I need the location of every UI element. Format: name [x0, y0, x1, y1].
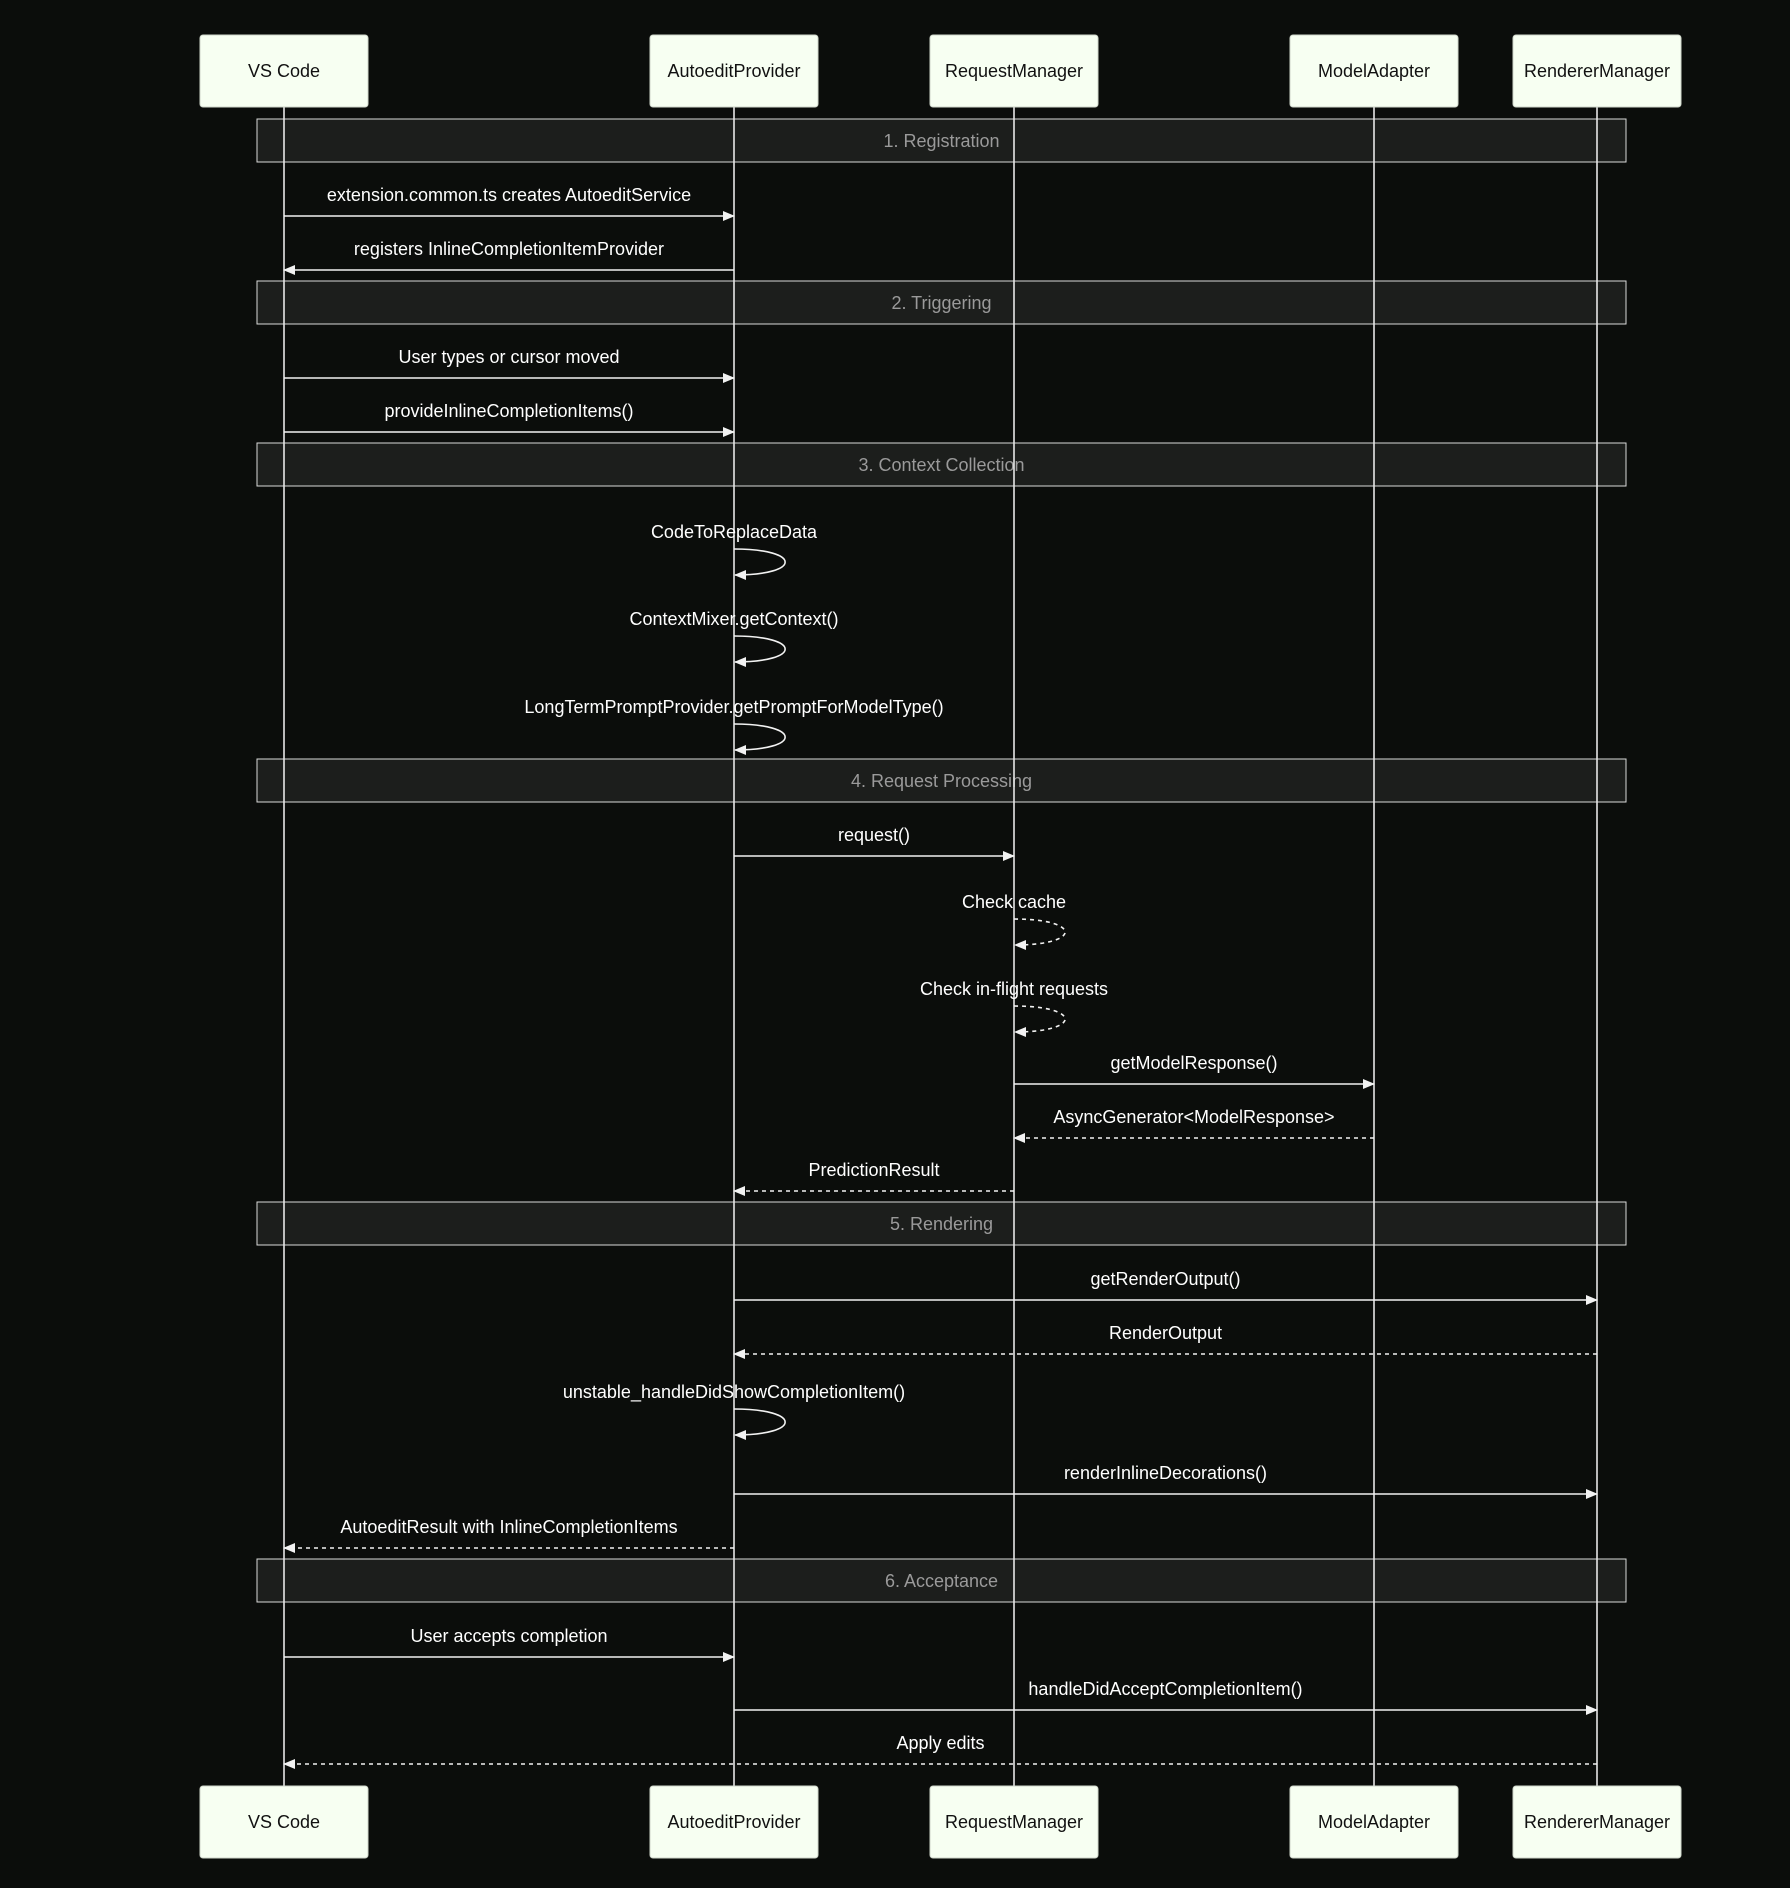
participant-provider-bottom: AutoeditProvider [649, 1785, 819, 1859]
message-21: Apply edits [283, 1733, 1597, 1769]
section-box [256, 442, 1627, 487]
participant-label: RendererManager [1524, 1812, 1670, 1832]
message-label: LongTermPromptProvider.getPromptForModel… [524, 697, 943, 717]
participant-label: VS Code [248, 61, 320, 81]
participant-box [649, 34, 819, 108]
self-message-arrow [1013, 1005, 1066, 1037]
message-label: extension.common.ts creates AutoeditServ… [327, 185, 691, 205]
message-label: getModelResponse() [1110, 1053, 1277, 1073]
participant-box [1512, 34, 1682, 108]
participant-label: RendererManager [1524, 61, 1670, 81]
message-label: registers InlineCompletionItemProvider [354, 239, 664, 259]
section-6: 6. Acceptance [256, 1558, 1627, 1603]
message-10: Check in-flight requests [920, 979, 1108, 1037]
participant-vscode-top: VS Code [199, 34, 369, 108]
participant-box [199, 1785, 369, 1859]
section-box [256, 280, 1627, 325]
section-4: 4. Request Processing [256, 758, 1627, 803]
participant-request-bottom: RequestManager [929, 1785, 1099, 1859]
message-label: User accepts completion [410, 1626, 607, 1646]
message-label: ContextMixer.getContext() [629, 609, 838, 629]
participant-provider-top: AutoeditProvider [649, 34, 819, 108]
message-label: request() [838, 825, 910, 845]
message-label: CodeToReplaceData [651, 522, 818, 542]
participant-label: RequestManager [945, 1812, 1083, 1832]
message-7: LongTermPromptProvider.getPromptForModel… [524, 697, 944, 755]
participant-box [929, 1785, 1099, 1859]
participant-label: RequestManager [945, 61, 1083, 81]
message-20: handleDidAcceptCompletionItem() [734, 1679, 1598, 1715]
section-label: 6. Acceptance [885, 1571, 998, 1591]
participant-box [1289, 34, 1459, 108]
section-label: 2. Triggering [891, 293, 991, 313]
message-4: provideInlineCompletionItems() [284, 401, 735, 437]
message-15: RenderOutput [733, 1323, 1597, 1359]
message-label: renderInlineDecorations() [1064, 1463, 1267, 1483]
message-9: Check cache [962, 892, 1066, 950]
message-19: User accepts completion [284, 1626, 735, 1662]
message-5: CodeToReplaceData [651, 522, 818, 580]
section-box [256, 758, 1627, 803]
message-label: Check in-flight requests [920, 979, 1108, 999]
message-11: getModelResponse() [1014, 1053, 1375, 1089]
section-box [256, 1558, 1627, 1603]
participant-box [1289, 1785, 1459, 1859]
message-label: AsyncGenerator<ModelResponse> [1053, 1107, 1334, 1127]
message-label: provideInlineCompletionItems() [384, 401, 633, 421]
participant-label: ModelAdapter [1318, 61, 1430, 81]
message-17: renderInlineDecorations() [734, 1463, 1598, 1499]
section-3: 3. Context Collection [256, 442, 1627, 487]
self-message-arrow [733, 1408, 786, 1440]
section-label: 5. Rendering [890, 1214, 993, 1234]
participant-model-top: ModelAdapter [1289, 34, 1459, 108]
section-2: 2. Triggering [256, 280, 1627, 325]
self-message-arrow [733, 723, 786, 755]
message-6: ContextMixer.getContext() [629, 609, 839, 667]
section-box [256, 118, 1627, 163]
participant-label: AutoeditProvider [667, 61, 800, 81]
message-18: AutoeditResult with InlineCompletionItem… [283, 1517, 734, 1553]
section-label: 1. Registration [883, 131, 999, 151]
message-16: unstable_handleDidShowCompletionItem() [563, 1382, 905, 1440]
participant-vscode-bottom: VS Code [199, 1785, 369, 1859]
participant-renderer-bottom: RendererManager [1512, 1785, 1682, 1859]
message-3: User types or cursor moved [284, 347, 735, 383]
message-label: User types or cursor moved [398, 347, 619, 367]
message-8: request() [734, 825, 1015, 861]
participant-request-top: RequestManager [929, 34, 1099, 108]
self-message-arrow [1013, 918, 1066, 950]
participant-label: AutoeditProvider [667, 1812, 800, 1832]
participant-box [199, 34, 369, 108]
message-label: RenderOutput [1109, 1323, 1222, 1343]
message-label: handleDidAcceptCompletionItem() [1028, 1679, 1302, 1699]
participant-box [1512, 1785, 1682, 1859]
message-label: getRenderOutput() [1090, 1269, 1240, 1289]
message-14: getRenderOutput() [734, 1269, 1598, 1305]
self-message-arrow [733, 548, 786, 580]
participant-renderer-top: RendererManager [1512, 34, 1682, 108]
message-label: Apply edits [896, 1733, 984, 1753]
participant-label: VS Code [248, 1812, 320, 1832]
participant-label: ModelAdapter [1318, 1812, 1430, 1832]
message-label: AutoeditResult with InlineCompletionItem… [340, 1517, 677, 1537]
section-box [256, 1201, 1627, 1246]
message-label: Check cache [962, 892, 1066, 912]
self-message-arrow [733, 635, 786, 667]
message-1: extension.common.ts creates AutoeditServ… [284, 185, 735, 221]
participant-box [649, 1785, 819, 1859]
message-2: registers InlineCompletionItemProvider [283, 239, 734, 275]
message-label: unstable_handleDidShowCompletionItem() [563, 1382, 905, 1403]
message-13: PredictionResult [733, 1160, 1014, 1196]
message-12: AsyncGenerator<ModelResponse> [1013, 1107, 1374, 1143]
message-label: PredictionResult [808, 1160, 939, 1180]
section-1: 1. Registration [256, 118, 1627, 163]
section-label: 4. Request Processing [851, 771, 1032, 791]
section-5: 5. Rendering [256, 1201, 1627, 1246]
section-label: 3. Context Collection [858, 455, 1024, 475]
participant-model-bottom: ModelAdapter [1289, 1785, 1459, 1859]
participant-box [929, 34, 1099, 108]
